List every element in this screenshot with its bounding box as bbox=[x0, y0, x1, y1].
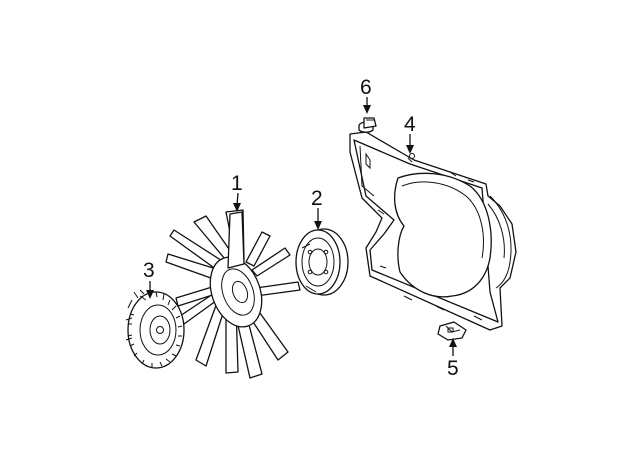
callout-3: 3 bbox=[143, 259, 155, 282]
callout-1: 1 bbox=[231, 172, 243, 195]
callout-2: 2 bbox=[311, 187, 323, 210]
callout-6: 6 bbox=[360, 76, 372, 99]
fan-blade-part bbox=[165, 209, 301, 379]
water-pump-pulley-part bbox=[295, 228, 349, 296]
shroud-retainer-clip-part bbox=[437, 321, 467, 341]
callout-4: 4 bbox=[404, 113, 416, 136]
callout-leaders bbox=[146, 97, 457, 356]
callout-5: 5 bbox=[447, 357, 459, 380]
callout-labels: 1 2 3 4 5 6 bbox=[143, 76, 459, 380]
shroud-push-pin-part bbox=[358, 117, 377, 133]
fan-clutch-part bbox=[125, 289, 185, 369]
fan-shroud-part bbox=[349, 131, 517, 331]
